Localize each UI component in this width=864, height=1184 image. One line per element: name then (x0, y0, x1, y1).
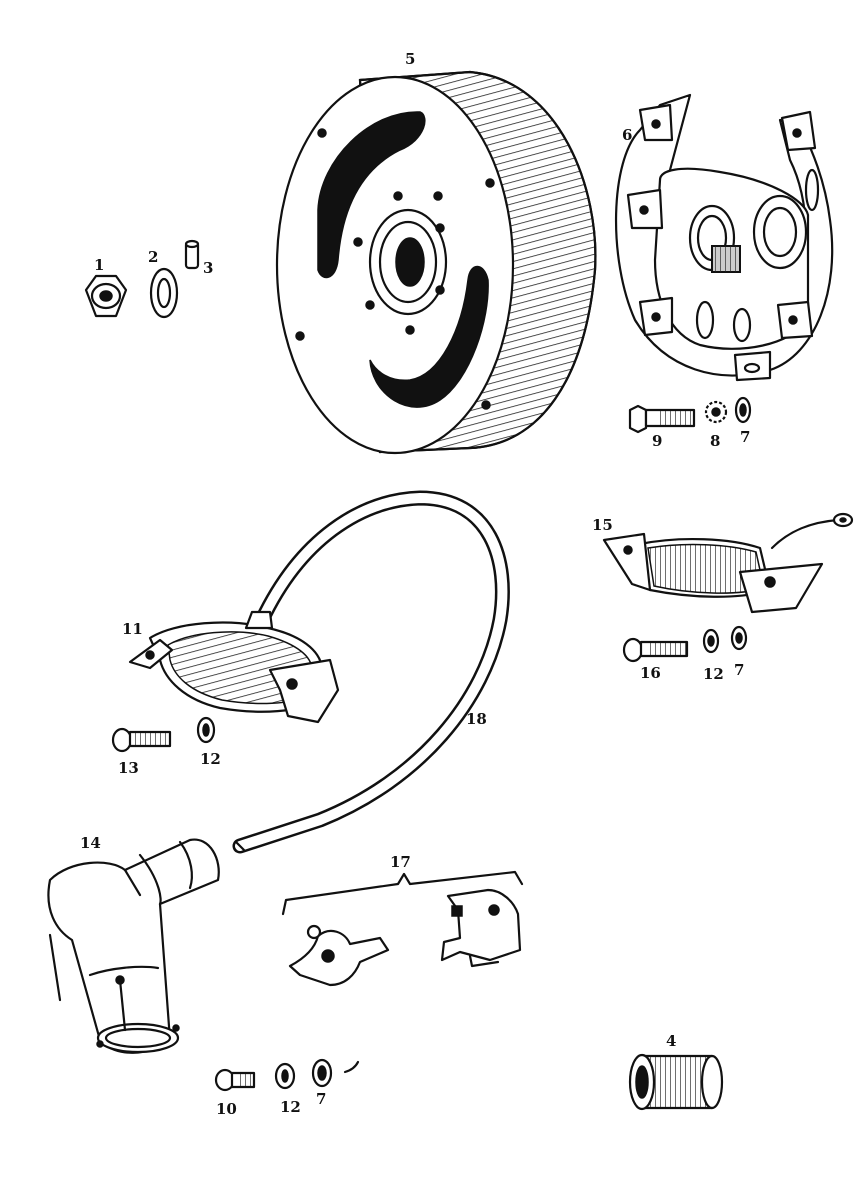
callout-label-15: 15 (592, 516, 613, 534)
callout-label-1: 1 (94, 256, 104, 274)
bolt-part-9 (628, 404, 696, 434)
washer-part-7-right (730, 625, 748, 651)
key-pin-part-3 (184, 239, 200, 270)
callout-label-16: 16 (640, 664, 661, 682)
callout-label-4: 4 (666, 1032, 676, 1050)
callout-label-10: 10 (216, 1100, 237, 1118)
screw-part-13 (111, 727, 172, 753)
callout-label-12-right: 12 (703, 665, 724, 683)
callout-label-2: 2 (148, 248, 158, 266)
washer-part-2 (149, 267, 179, 319)
screw-part-16 (622, 637, 689, 663)
callout-label-3: 3 (203, 259, 213, 277)
contact-breaker-part-17 (281, 870, 524, 987)
hex-nut-part-1 (84, 274, 128, 318)
washer-part-7-upper (734, 396, 752, 424)
washer-part-12-right (702, 628, 720, 654)
callout-label-12-left: 12 (200, 750, 221, 768)
ignition-coil-part-11 (128, 610, 340, 724)
callout-label-6: 6 (622, 126, 632, 144)
sleeve-part-4 (628, 1053, 724, 1111)
callout-label-7-bottom: 7 (316, 1090, 326, 1108)
callout-label-9: 9 (652, 432, 662, 450)
callout-label-7-upper: 7 (740, 428, 750, 446)
washer-part-12-bottom (274, 1062, 296, 1090)
spark-plug-cap-part-14 (47, 838, 220, 1054)
callout-label-14: 14 (80, 834, 101, 852)
ht-cable-part-18 (232, 490, 510, 854)
flywheel-part-5 (275, 70, 597, 455)
stator-plate-part-6 (614, 93, 834, 382)
callout-label-11: 11 (122, 620, 143, 638)
callout-label-7-right: 7 (734, 661, 744, 679)
callout-label-5: 5 (405, 50, 415, 68)
lighting-coil-part-15 (602, 512, 854, 614)
washer-part-12-left (196, 716, 216, 744)
callout-label-17: 17 (390, 853, 411, 871)
callout-label-18: 18 (466, 710, 487, 728)
lock-washer-part-8 (704, 400, 728, 424)
callout-label-12-bottom: 12 (280, 1098, 301, 1116)
callout-label-8: 8 (710, 432, 720, 450)
screw-part-10 (214, 1068, 256, 1092)
washer-part-7-bottom (311, 1058, 360, 1088)
callout-label-13: 13 (118, 759, 139, 777)
